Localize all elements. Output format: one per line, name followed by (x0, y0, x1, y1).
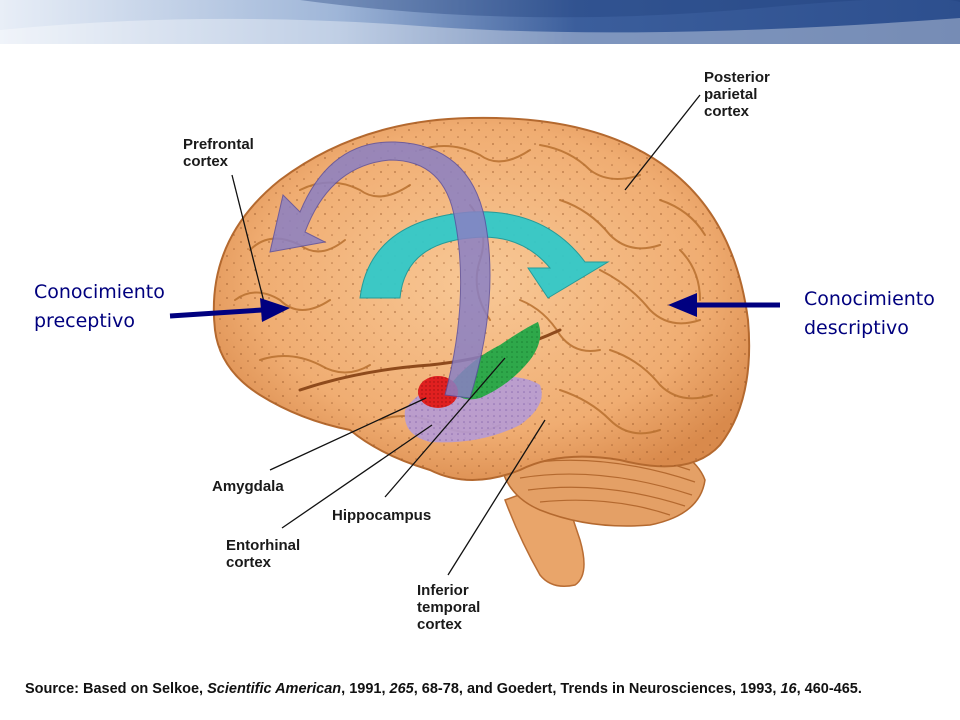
leader-hippocampus (384, 357, 506, 498)
leader-amygdala (269, 397, 427, 471)
teal-curved-arrow (359, 211, 610, 299)
source-second-ref: , 68-78, and Goedert, Trends in Neurosci… (413, 681, 781, 697)
leader-entorhinal (281, 424, 433, 529)
source-volume1: 265 (389, 681, 414, 697)
source-prefix: Source: Based on Selkoe, (25, 681, 208, 697)
annotation-conocimiento-preceptivo: Conocimiento preceptivo (34, 281, 165, 332)
label-hippocampus: Hippocampus (332, 507, 432, 524)
leader-prefrontal (231, 174, 269, 319)
label-inferior-temporal-cortex: Inferior temporal cortex (417, 582, 481, 633)
label-entorhinal-cortex: Entorhinal cortex (226, 537, 301, 571)
pointer-arrow-right (668, 293, 780, 317)
source-year1: , 1991, (341, 681, 390, 697)
label-prefrontal-cortex: Prefrontal cortex (183, 136, 254, 170)
label-posterior-parietal-cortex: Posterior parietal cortex (704, 69, 770, 120)
label-amygdala: Amygdala (212, 478, 284, 495)
leader-posterior-parietal (624, 94, 701, 191)
leader-inferior-temporal (447, 419, 546, 576)
pointer-arrow-left (169, 298, 290, 322)
source-journal: Scientific American (207, 681, 342, 697)
source-volume2: 16 (780, 681, 797, 697)
annotation-conocimiento-descriptivo: Conocimiento descriptivo (804, 288, 935, 339)
purple-curved-arrow (269, 141, 491, 399)
banner-graphic (0, 0, 960, 44)
source-pages: , 460-465. (796, 681, 862, 697)
header-banner (0, 0, 960, 44)
source-citation: Source: Based on Selkoe, Scientific Amer… (25, 681, 862, 697)
